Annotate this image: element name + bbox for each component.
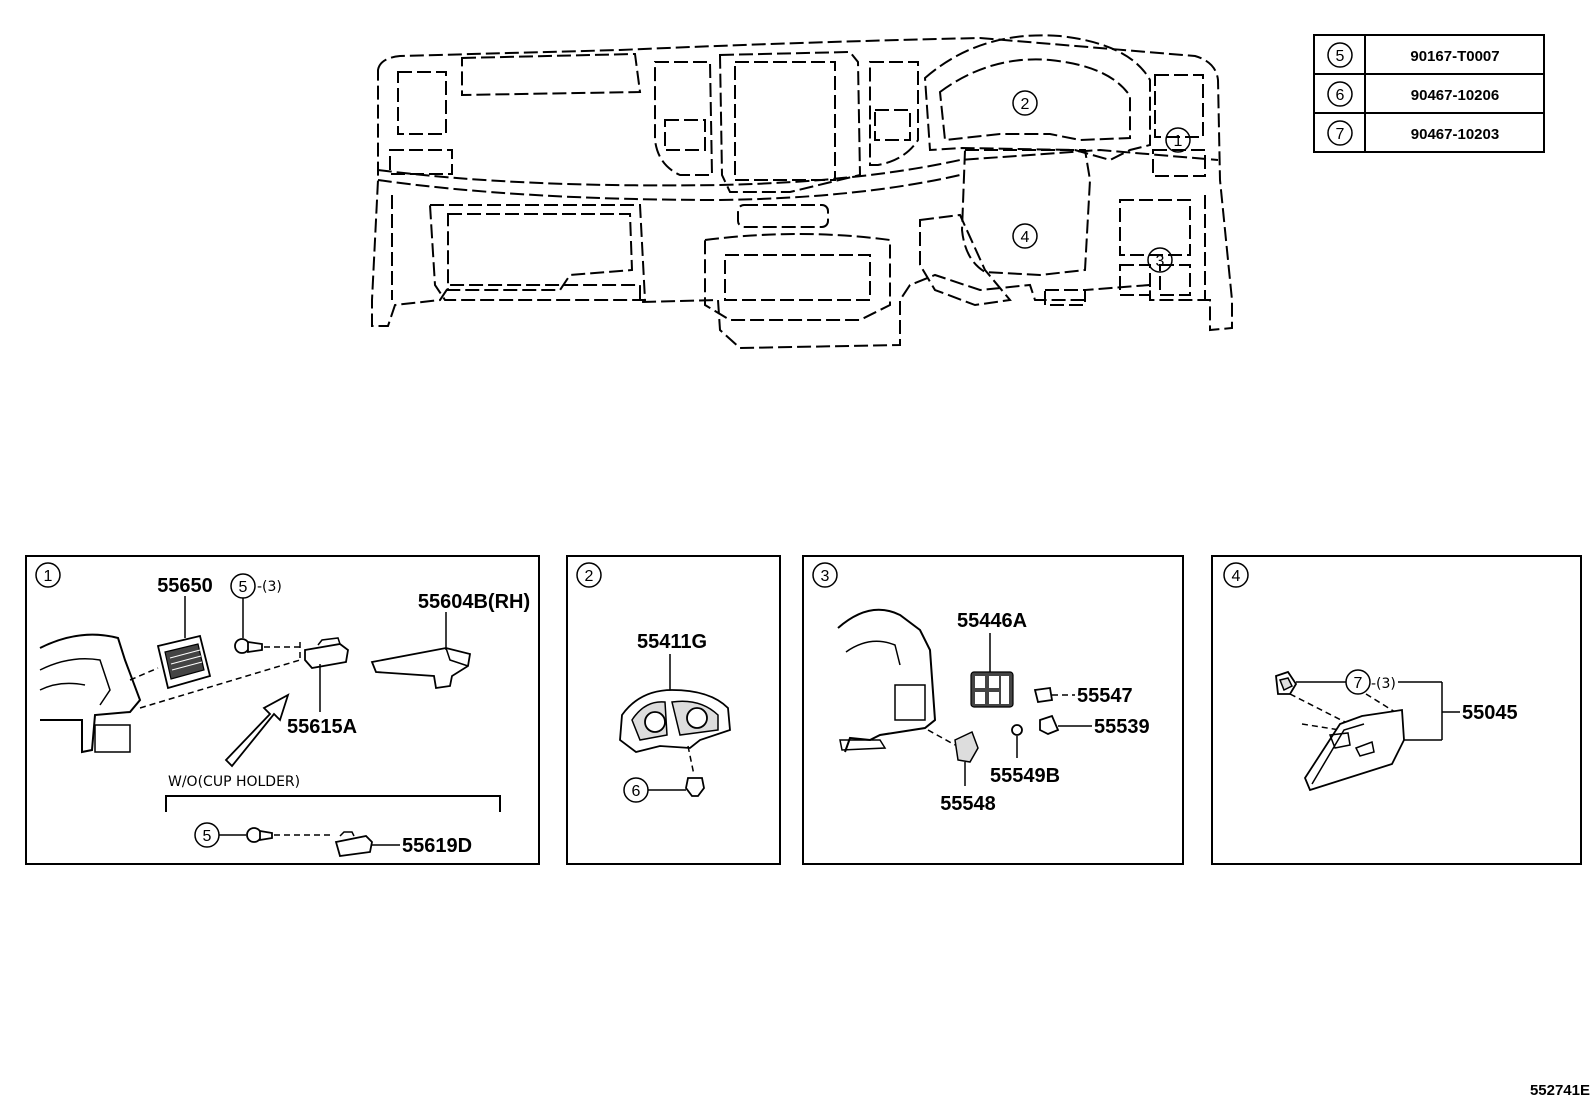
clip-55619d-part bbox=[334, 835, 373, 857]
detail-panel-1: 1 55650 5 -(3) 55615A bbox=[25, 555, 540, 865]
callout-1-circle bbox=[1165, 127, 1191, 153]
part-label-55045: 55045 bbox=[1462, 702, 1518, 724]
cover-part bbox=[370, 647, 472, 690]
part-55549b bbox=[1011, 724, 1023, 736]
callout-1-label: 1 bbox=[1174, 133, 1183, 150]
detail-panel-2: 2 55411G 6 bbox=[566, 555, 781, 865]
part-label-55411g: 55411G bbox=[637, 631, 707, 653]
part-label-55604b: 55604B(RH) bbox=[418, 591, 530, 613]
reference-symbol: 6 bbox=[1336, 87, 1345, 104]
clip-quantity: -(3) bbox=[1371, 676, 1396, 692]
callout-3-circle bbox=[1147, 247, 1173, 273]
panel-3-number: 3 bbox=[821, 568, 830, 585]
screw-ref: 5 bbox=[239, 579, 248, 596]
screw-part bbox=[234, 638, 263, 654]
callout-2-label: 2 bbox=[1021, 96, 1030, 113]
screw-quantity: -(3) bbox=[257, 579, 282, 595]
screw-ref-2: 5 bbox=[203, 828, 212, 845]
reference-table: 5 90167-T0007 6 90467-10206 7 90467-1020… bbox=[1313, 34, 1545, 153]
detail-panel-4: 4 7 -(3) 55045 bbox=[1211, 555, 1582, 865]
dashboard-overview: 2 4 1 3 bbox=[371, 34, 1233, 350]
part-label-55539: 55539 bbox=[1094, 716, 1150, 738]
detail-panel-3: 3 55446A 55547 55539 55549B bbox=[802, 555, 1184, 865]
reference-row: 7 90467-10203 bbox=[1327, 120, 1499, 146]
part-label-55446a: 55446A bbox=[957, 610, 1027, 632]
clip-ref: 6 bbox=[632, 783, 641, 800]
reference-row: 6 90467-10206 bbox=[1327, 81, 1499, 107]
reference-row: 5 90167-T0007 bbox=[1327, 42, 1500, 68]
part-label-55619d: 55619D bbox=[402, 835, 472, 857]
direction-arrow bbox=[224, 693, 290, 768]
clip-ref-7: 7 bbox=[1354, 675, 1363, 692]
part-55548 bbox=[954, 730, 979, 763]
callout-4-circle bbox=[1012, 223, 1038, 249]
clip-part bbox=[685, 777, 705, 797]
part-label-55548: 55548 bbox=[940, 793, 996, 815]
panel-2-number: 2 bbox=[585, 568, 594, 585]
panel-4-number: 4 bbox=[1232, 568, 1241, 585]
reference-symbol: 7 bbox=[1336, 126, 1345, 143]
part-label-55549b: 55549B bbox=[990, 765, 1060, 787]
variant-label: W/O(CUP HOLDER) bbox=[168, 774, 300, 790]
part-label-55615a: 55615A bbox=[287, 716, 357, 738]
air-vent-part bbox=[156, 634, 212, 690]
screw-part-2 bbox=[246, 827, 273, 843]
lower-panel-part bbox=[1303, 708, 1405, 792]
part-label-55547: 55547 bbox=[1077, 685, 1133, 707]
switch-base-part bbox=[970, 671, 1014, 708]
dash-trim-illustration bbox=[39, 633, 142, 754]
switch-55547-part bbox=[1033, 686, 1054, 704]
switch-55539-part bbox=[1039, 714, 1060, 735]
reference-part-number: 90167-T0007 bbox=[1410, 48, 1499, 65]
illustration-code: 552741E bbox=[1530, 1082, 1590, 1099]
callout-3-label: 3 bbox=[1156, 253, 1165, 270]
panel-1-number: 1 bbox=[44, 568, 53, 585]
callout-4-label: 4 bbox=[1021, 229, 1030, 246]
reference-part-number: 90467-10206 bbox=[1411, 87, 1499, 104]
cluster-bezel-part bbox=[619, 689, 731, 753]
reference-part-number: 90467-10203 bbox=[1411, 126, 1499, 143]
part-label-55650: 55650 bbox=[157, 575, 213, 597]
callout-2-circle bbox=[1012, 90, 1038, 116]
reference-symbol: 5 bbox=[1336, 48, 1345, 65]
dash-trim-illustration-3 bbox=[837, 608, 937, 753]
